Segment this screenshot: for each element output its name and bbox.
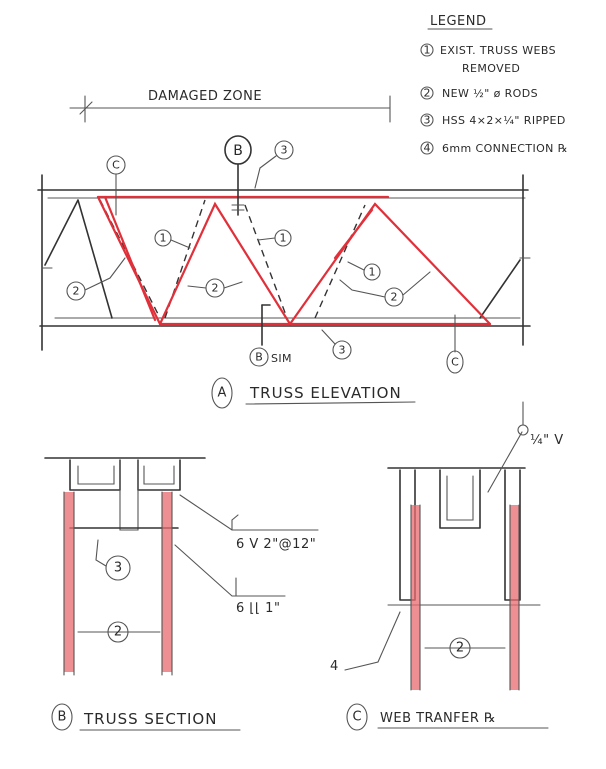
svg-text:B: B <box>58 710 67 725</box>
weld-top-label: 6 V 2"@12" <box>236 537 316 552</box>
section-c-callout-4: 4 <box>330 659 339 674</box>
damaged-zone-label: DAMAGED ZONE <box>148 89 262 104</box>
section-b-cut: B <box>224 135 252 216</box>
svg-text:2: 2 <box>456 641 464 656</box>
new-web-rods <box>96 195 492 327</box>
elevation-title: A TRUSS ELEVATION <box>211 377 416 409</box>
legend-item-3: HSS 4×2×¼" RIPPED <box>442 114 566 127</box>
legend-item-2: NEW ½" ø RODS <box>442 87 538 100</box>
sim-label: SIM <box>271 352 292 365</box>
legend-num-4: 4 <box>424 142 431 155</box>
callout-3-bottom: 3 <box>321 329 352 360</box>
legend-item-1-line2: REMOVED <box>462 62 520 75</box>
callout-2-a: 2 <box>66 257 126 301</box>
callout-2-b: 2 <box>187 278 243 298</box>
callout-1-c: 1 <box>347 261 381 281</box>
svg-text:3: 3 <box>339 344 346 357</box>
rod-left <box>64 492 74 672</box>
existing-web-left <box>44 199 113 319</box>
svg-text:1: 1 <box>160 232 167 245</box>
legend-marker-2 <box>420 86 434 100</box>
legend-title: LEGEND <box>430 14 486 29</box>
legend-item-4: 6mm CONNECTION ℞ <box>442 142 568 155</box>
weld-leader-top <box>179 494 319 531</box>
svg-text:C: C <box>451 356 459 369</box>
removed-web-1 <box>164 199 206 319</box>
callout-3-top: 3 <box>254 140 294 189</box>
removed-web-3 <box>314 204 366 319</box>
section-b-callout-3 <box>105 555 131 581</box>
svg-text:3: 3 <box>281 144 288 157</box>
svg-text:3: 3 <box>114 561 122 576</box>
legend-num-2: 2 <box>424 87 431 100</box>
rod-c-right <box>510 505 519 690</box>
weld-c-label: ¼" V <box>530 433 564 448</box>
svg-text:A: A <box>218 386 227 401</box>
rod-right <box>162 492 172 672</box>
svg-text:1: 1 <box>280 232 287 245</box>
section-c-title: WEB TRANFER ℞ <box>380 711 496 726</box>
existing-web-right <box>479 259 521 319</box>
elevation-title-text: TRUSS ELEVATION <box>249 384 402 402</box>
svg-text:B: B <box>255 351 263 364</box>
section-c-right-cut: C <box>446 314 464 374</box>
weld-leader-bottom <box>174 544 286 597</box>
legend-num-3: 3 <box>424 114 431 127</box>
svg-text:1: 1 <box>369 266 376 279</box>
section-b-title: TRUSS SECTION <box>83 710 217 728</box>
callout-1-a: 1 <box>154 229 191 249</box>
truss-elevation: B 3 C 1 1 1 <box>37 135 531 409</box>
svg-text:2: 2 <box>73 285 80 298</box>
legend-marker-3 <box>420 113 434 127</box>
web-transfer-section-c: ¼" V 4 2 C WEB TRANFER ℞ <box>330 401 564 731</box>
svg-text:2: 2 <box>114 625 122 640</box>
legend: LEGEND 1 EXIST. TRUSS WEBS REMOVED 2 NEW… <box>420 14 568 155</box>
damaged-zone-dimension: DAMAGED ZONE <box>69 89 391 123</box>
legend-marker-4 <box>420 141 434 155</box>
svg-text:C: C <box>352 710 361 725</box>
legend-num-1: 1 <box>424 44 431 57</box>
removed-web-2 <box>244 204 288 319</box>
weld-leader-c <box>487 431 523 493</box>
callout-1-b: 1 <box>257 229 292 247</box>
svg-text:C: C <box>112 159 120 172</box>
weld-bottom-label: 6 ⌊⌊ 1" <box>236 601 280 616</box>
rod-c-left <box>411 505 420 690</box>
svg-text:2: 2 <box>391 291 398 304</box>
legend-marker-1 <box>420 43 434 57</box>
callout-2-c: 2 <box>339 271 431 307</box>
section-b-label: B <box>233 143 243 159</box>
legend-item-1-line1: EXIST. TRUSS WEBS <box>440 44 556 57</box>
svg-text:2: 2 <box>212 282 219 295</box>
truss-section-b: 6 V 2"@12" 6 ⌊⌊ 1" 3 2 B TRUSS SECTION <box>44 457 319 731</box>
section-c-left-cut: C <box>106 155 126 216</box>
section-b-sim-cut: B SIM <box>249 304 292 367</box>
